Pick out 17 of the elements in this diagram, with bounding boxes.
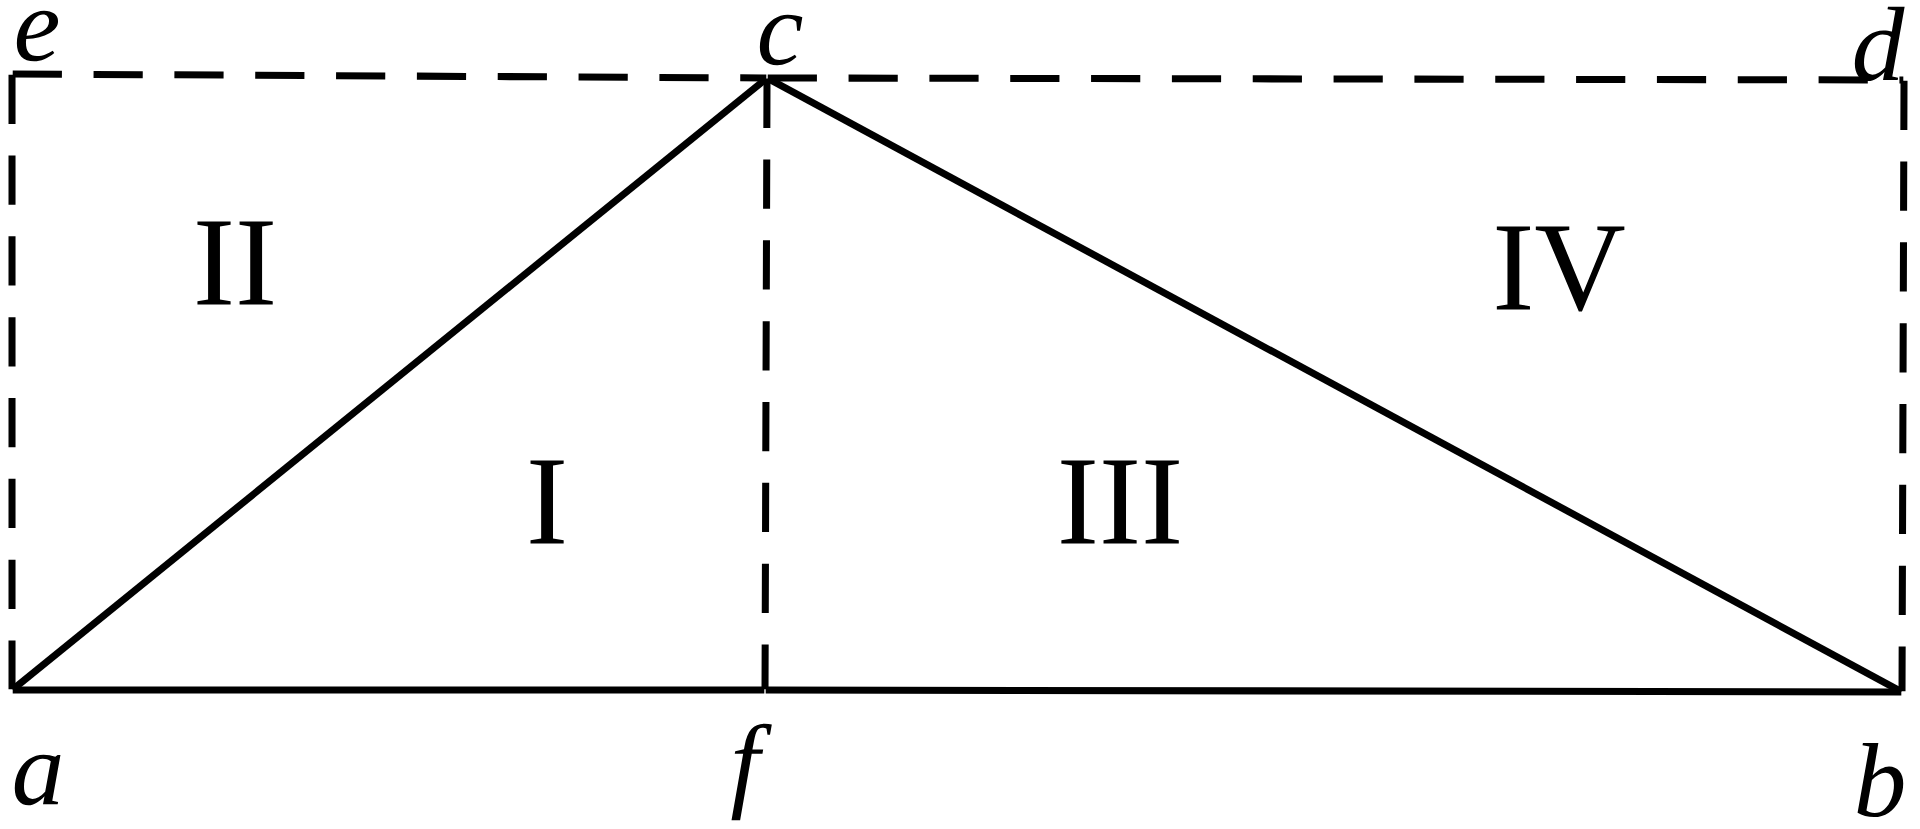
dashed-line	[12, 70, 767, 82]
dashed-line	[8, 74, 16, 690]
vertex-label: e	[16, 10, 59, 62]
region-numeral: IV	[1496, 226, 1625, 312]
dashed-line	[767, 74, 1904, 84]
region-numeral: III	[1061, 460, 1179, 544]
vertex-label: d	[1854, 6, 1905, 82]
vertex-label: c	[759, 14, 803, 66]
vertex-label: b	[1857, 742, 1904, 818]
vertex-label: a	[14, 754, 61, 806]
line	[765, 686, 1902, 696]
region-numeral: II	[197, 221, 273, 305]
region-numeral: I	[530, 460, 564, 544]
dashed-line	[761, 78, 771, 690]
line	[12, 686, 765, 694]
dashed-line	[1898, 80, 1908, 692]
vertex-label: f	[731, 723, 772, 821]
